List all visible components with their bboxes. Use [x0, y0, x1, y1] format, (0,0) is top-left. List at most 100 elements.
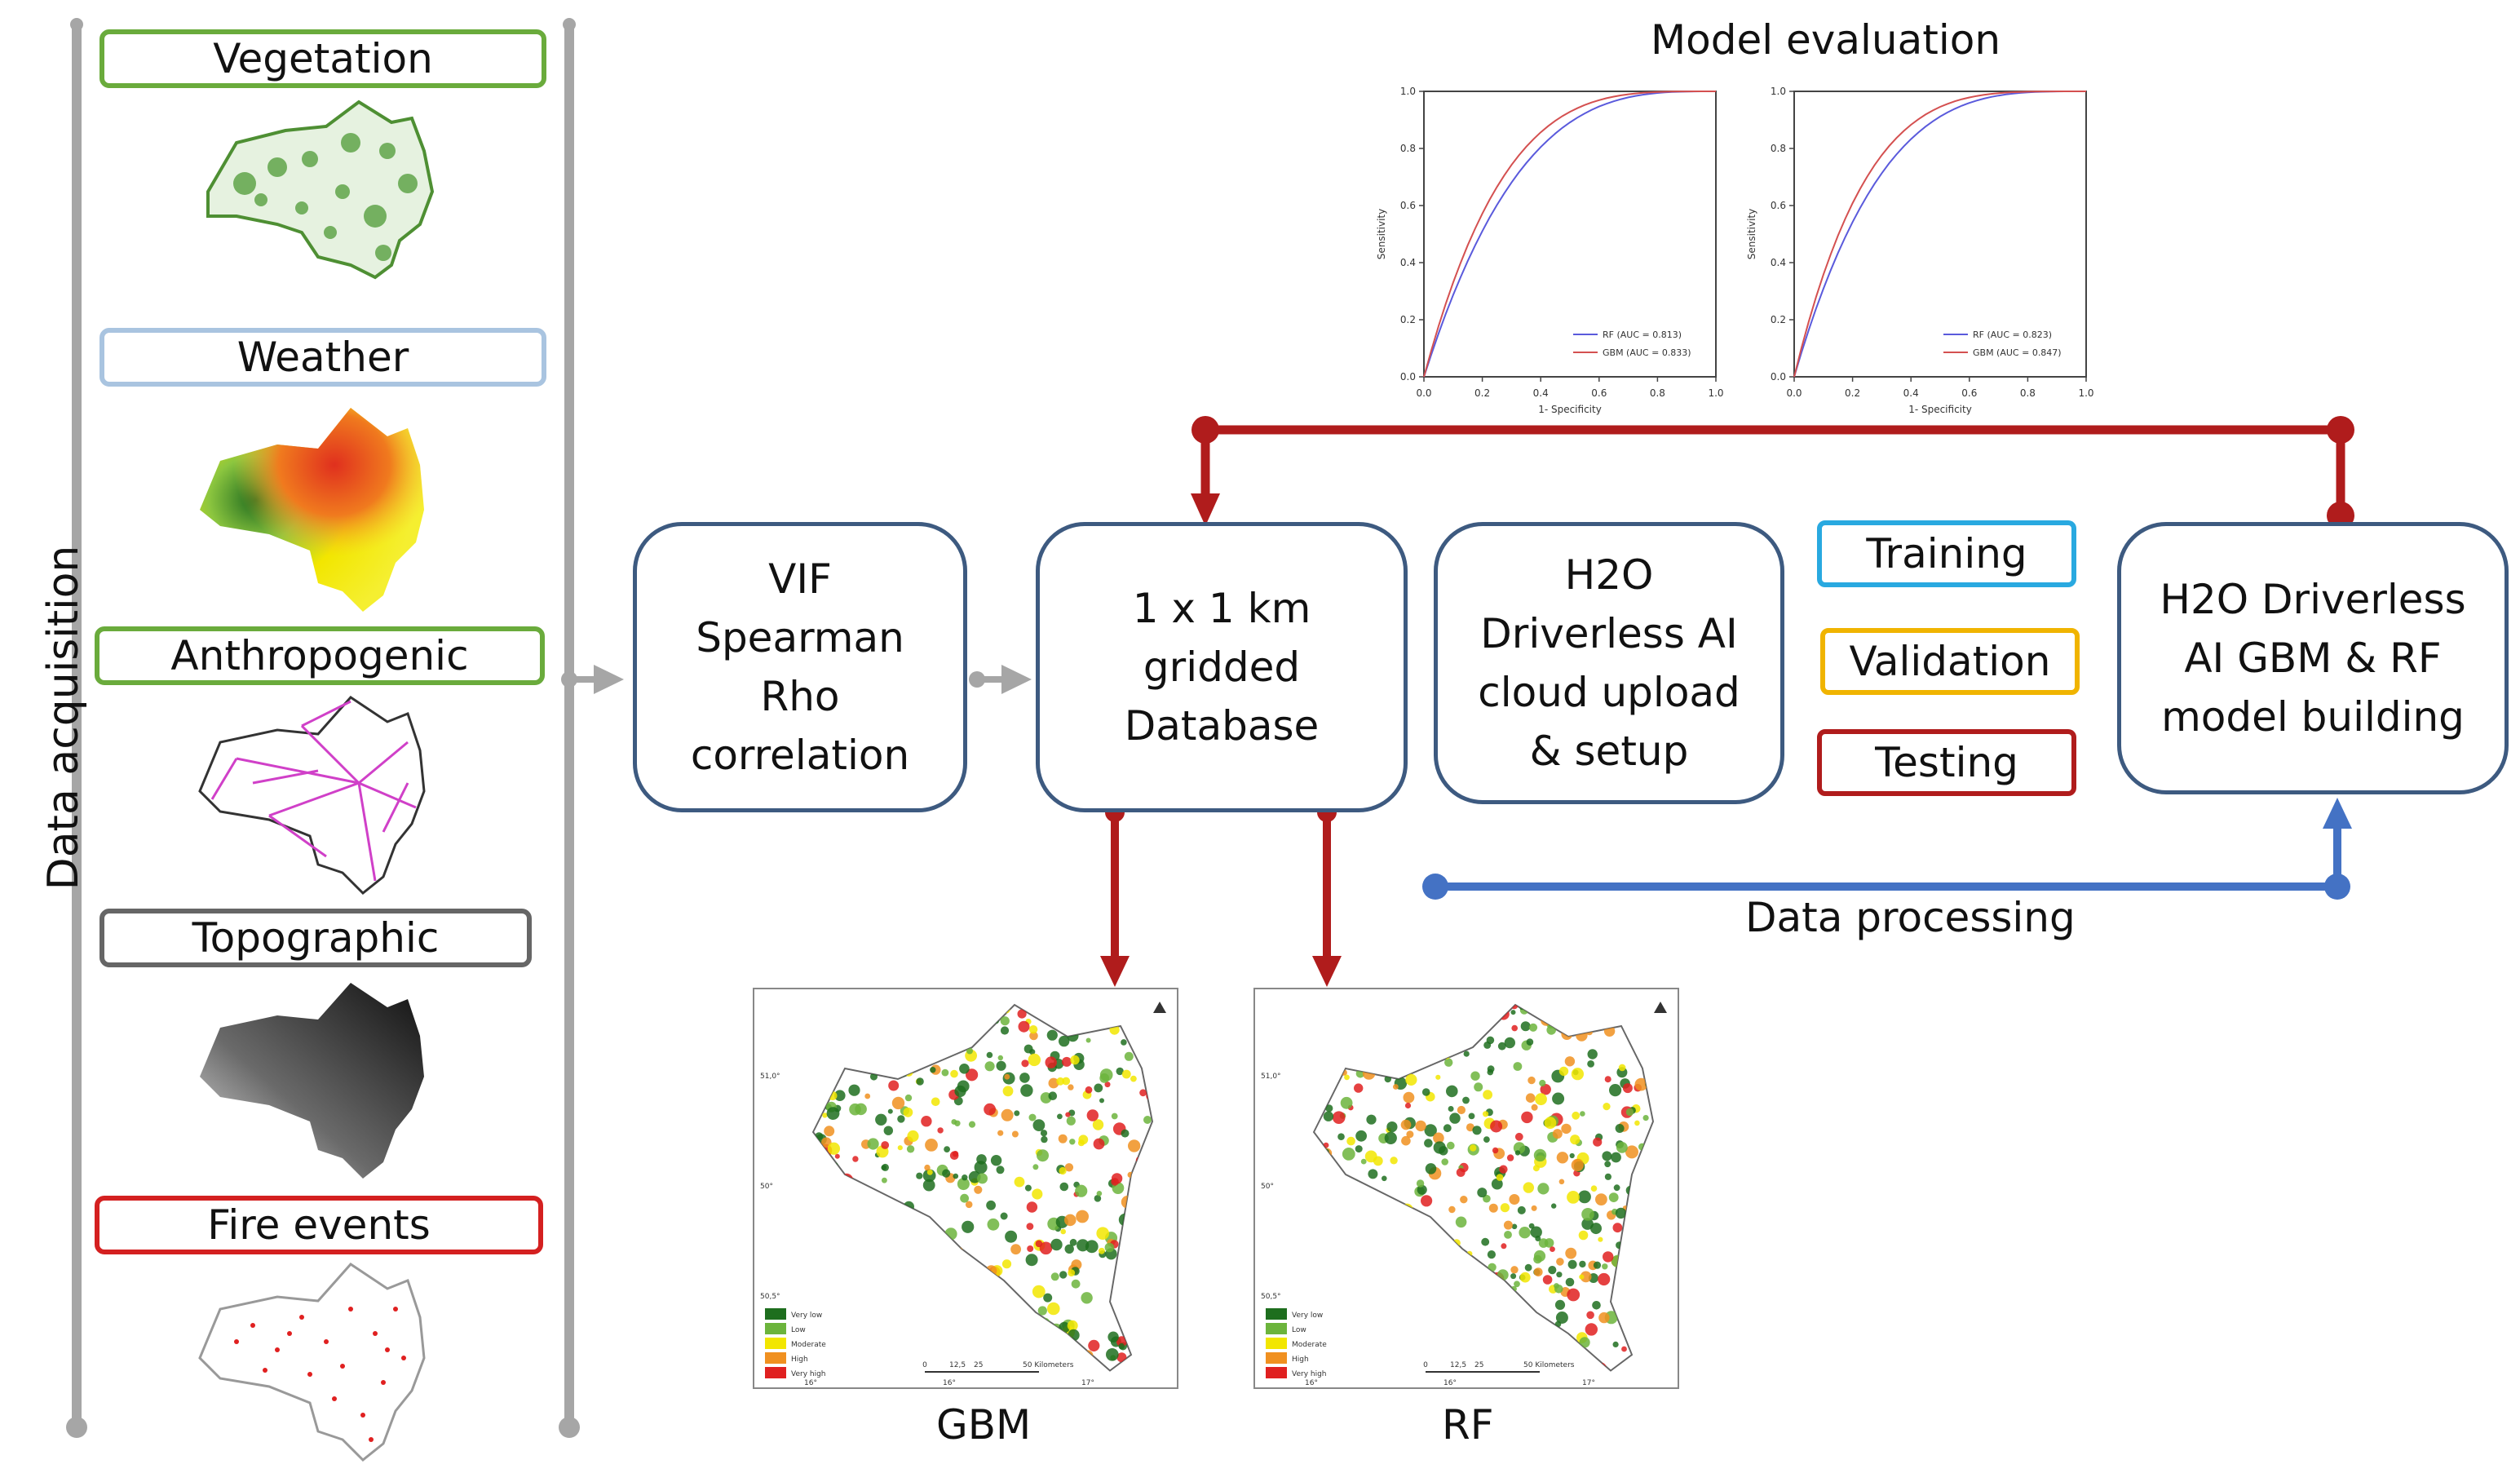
roc-ylabel: Sensitivity [1746, 209, 1757, 259]
region-outline [811, 1003, 1154, 1372]
red-feedback-line [1191, 416, 2354, 529]
y-tick-label: 0.4 [1400, 257, 1416, 268]
model-building-line-3: model building [2161, 693, 2465, 741]
x-tick-label: 1.0 [1708, 387, 1723, 399]
vif-line-4: correlation [690, 732, 910, 779]
roc-xlabel: 1- Specificity [1538, 404, 1602, 415]
arrow-vif-to-database [969, 665, 1032, 694]
y-tick-label: 1.0 [1771, 86, 1786, 97]
legend-label: RF (AUC = 0.823) [1973, 330, 2052, 340]
y-tick-label: 0.0 [1771, 371, 1786, 383]
legend-label: Very high [791, 1370, 826, 1378]
lon-tick-label: 16° [943, 1379, 956, 1387]
left-rail [66, 18, 87, 1438]
data-processing-label: Data processing [1745, 894, 2076, 941]
h2o-setup-box: H2O Driverless AI cloud upload & setup [1434, 522, 1784, 804]
legend-label: Very low [1292, 1312, 1323, 1320]
y-tick-label: 0.6 [1771, 200, 1786, 211]
h2o-setup-line-2: Driverless AI [1480, 610, 1738, 657]
legend-label: RF (AUC = 0.813) [1603, 330, 1682, 340]
legend-label: High [1292, 1356, 1309, 1364]
roc-xlabel: 1- Specificity [1908, 404, 1972, 415]
legend-label: Low [1292, 1326, 1306, 1334]
x-tick-label: 0.2 [1474, 387, 1490, 399]
vif-line-1: VIF [768, 555, 832, 603]
vif-line-2: Spearman [696, 614, 904, 661]
legend-swatch [1266, 1352, 1287, 1364]
testing-tag: Testing [1817, 729, 2076, 796]
weather-map-thumbnail [200, 408, 424, 612]
scale-label: 0 [922, 1361, 927, 1369]
lat-tick-label: 51,0° [1261, 1073, 1281, 1081]
x-tick-label: 0.4 [1903, 387, 1919, 399]
lat-tick-label: 50,5° [760, 1293, 780, 1301]
legend-swatch [1266, 1367, 1287, 1378]
training-tag: Training [1817, 520, 2076, 587]
legend-label: GBM (AUC = 0.847) [1973, 347, 2062, 358]
legend-label: Low [791, 1326, 806, 1334]
blue-data-processing-line [1422, 798, 2352, 900]
legend-label: Very high [1292, 1370, 1327, 1378]
database-line-1: 1 x 1 km [1132, 585, 1311, 632]
model-evaluation-title: Model evaluation [1651, 16, 2001, 64]
y-tick-label: 1.0 [1400, 86, 1416, 97]
database-line-2: gridded [1143, 644, 1301, 691]
lat-tick-label: 51,0° [760, 1073, 780, 1081]
x-tick-label: 0.6 [1961, 387, 1977, 399]
legend-swatch [765, 1367, 786, 1378]
x-tick-label: 0.8 [2020, 387, 2036, 399]
scale-label: 50 Kilometers [1023, 1361, 1074, 1369]
y-tick-label: 0.8 [1771, 143, 1786, 154]
lat-tick-label: 50° [760, 1183, 773, 1191]
legend-label: Very low [791, 1312, 822, 1320]
layer-label-topographic: Topographic [99, 909, 532, 967]
legend-swatch [1266, 1323, 1287, 1334]
scale-label: 50 Kilometers [1523, 1361, 1575, 1369]
arrow-rail-to-vif [561, 665, 624, 694]
roc-plot-1: 0.00.00.20.20.40.40.60.60.80.81.01.01- S… [1376, 86, 1724, 415]
topographic-map-thumbnail [200, 983, 424, 1179]
layer-label-weather: Weather [99, 328, 546, 387]
right-rail [559, 18, 580, 1438]
h2o-setup-line-4: & setup [1529, 728, 1689, 775]
legend-label: GBM (AUC = 0.833) [1603, 347, 1691, 358]
x-tick-label: 1.0 [2078, 387, 2093, 399]
rf-map-label: RF [1442, 1401, 1494, 1449]
lon-tick-label: 16° [804, 1379, 817, 1387]
legend-label: High [791, 1356, 808, 1364]
fire-events-map-thumbnail [198, 1263, 426, 1462]
lon-tick-label: 17° [1582, 1379, 1595, 1387]
gbm-map-label: GBM [936, 1401, 1032, 1449]
vif-line-3: Rho [760, 673, 840, 720]
red-arrow-to-rf [1312, 803, 1342, 987]
x-tick-label: 0.6 [1591, 387, 1607, 399]
roc-plots: 0.00.00.20.20.40.40.60.60.80.81.01.01- S… [1376, 86, 2094, 415]
scale-label: 0 [1423, 1361, 1428, 1369]
scale-label: 12,5 [949, 1361, 966, 1369]
database-line-3: Database [1124, 702, 1320, 750]
x-tick-label: 0.0 [1416, 387, 1431, 399]
h2o-setup-line-1: H2O [1564, 551, 1654, 599]
model-building-line-1: H2O Driverless [2160, 576, 2466, 623]
legend-swatch [1266, 1308, 1287, 1320]
gbm-roc-curve [1423, 91, 1716, 378]
y-tick-label: 0.2 [1771, 314, 1786, 325]
lat-tick-label: 50,5° [1261, 1293, 1281, 1301]
y-tick-label: 0.8 [1400, 143, 1416, 154]
legend-swatch [765, 1308, 786, 1320]
h2o-setup-line-3: cloud upload [1478, 669, 1740, 716]
y-tick-label: 0.0 [1400, 371, 1416, 383]
layer-label-anthropogenic: Anthropogenic [95, 626, 545, 685]
legend-swatch [1266, 1338, 1287, 1349]
layer-label-fire-events: Fire events [95, 1196, 543, 1254]
validation-tag: Validation [1820, 628, 2080, 695]
legend-swatch [765, 1323, 786, 1334]
red-arrow-to-gbm [1100, 803, 1130, 987]
x-tick-label: 0.2 [1845, 387, 1860, 399]
data-acquisition-text: Data acquisition [39, 545, 88, 891]
lat-tick-label: 50° [1261, 1183, 1274, 1191]
roc-plot-frame [1793, 91, 2087, 378]
